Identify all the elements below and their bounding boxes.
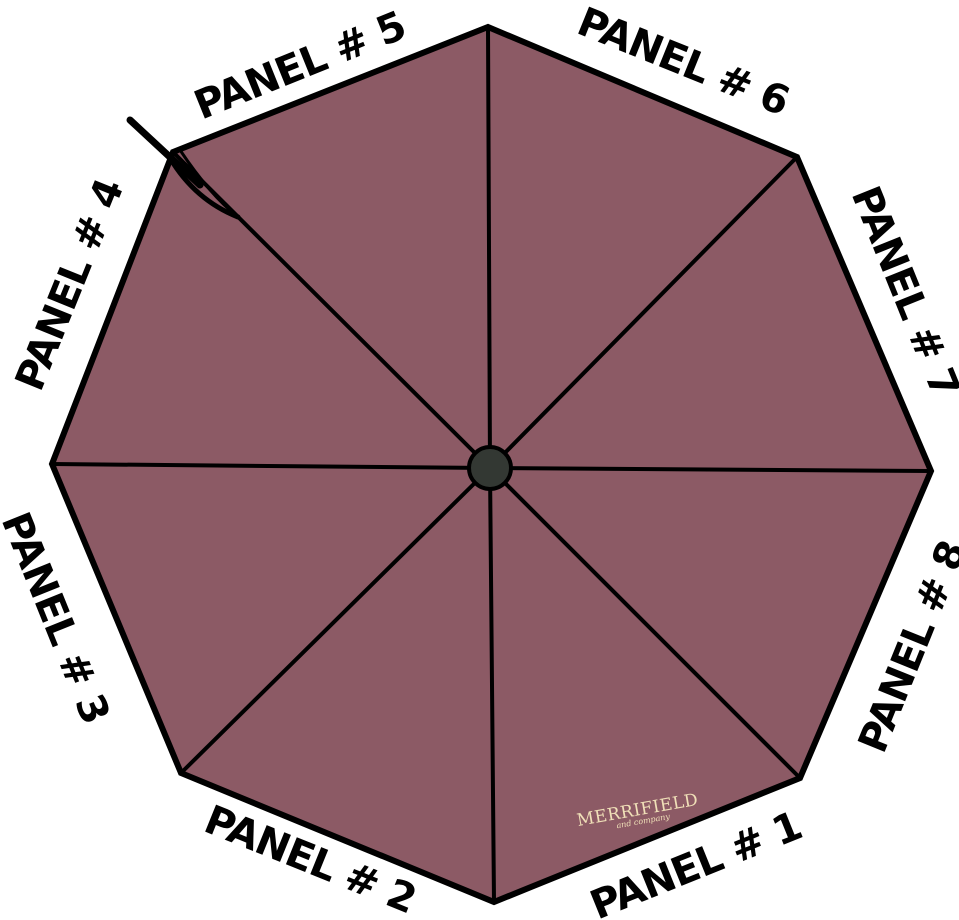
rib-top — [488, 27, 490, 468]
center-hub — [469, 447, 511, 489]
